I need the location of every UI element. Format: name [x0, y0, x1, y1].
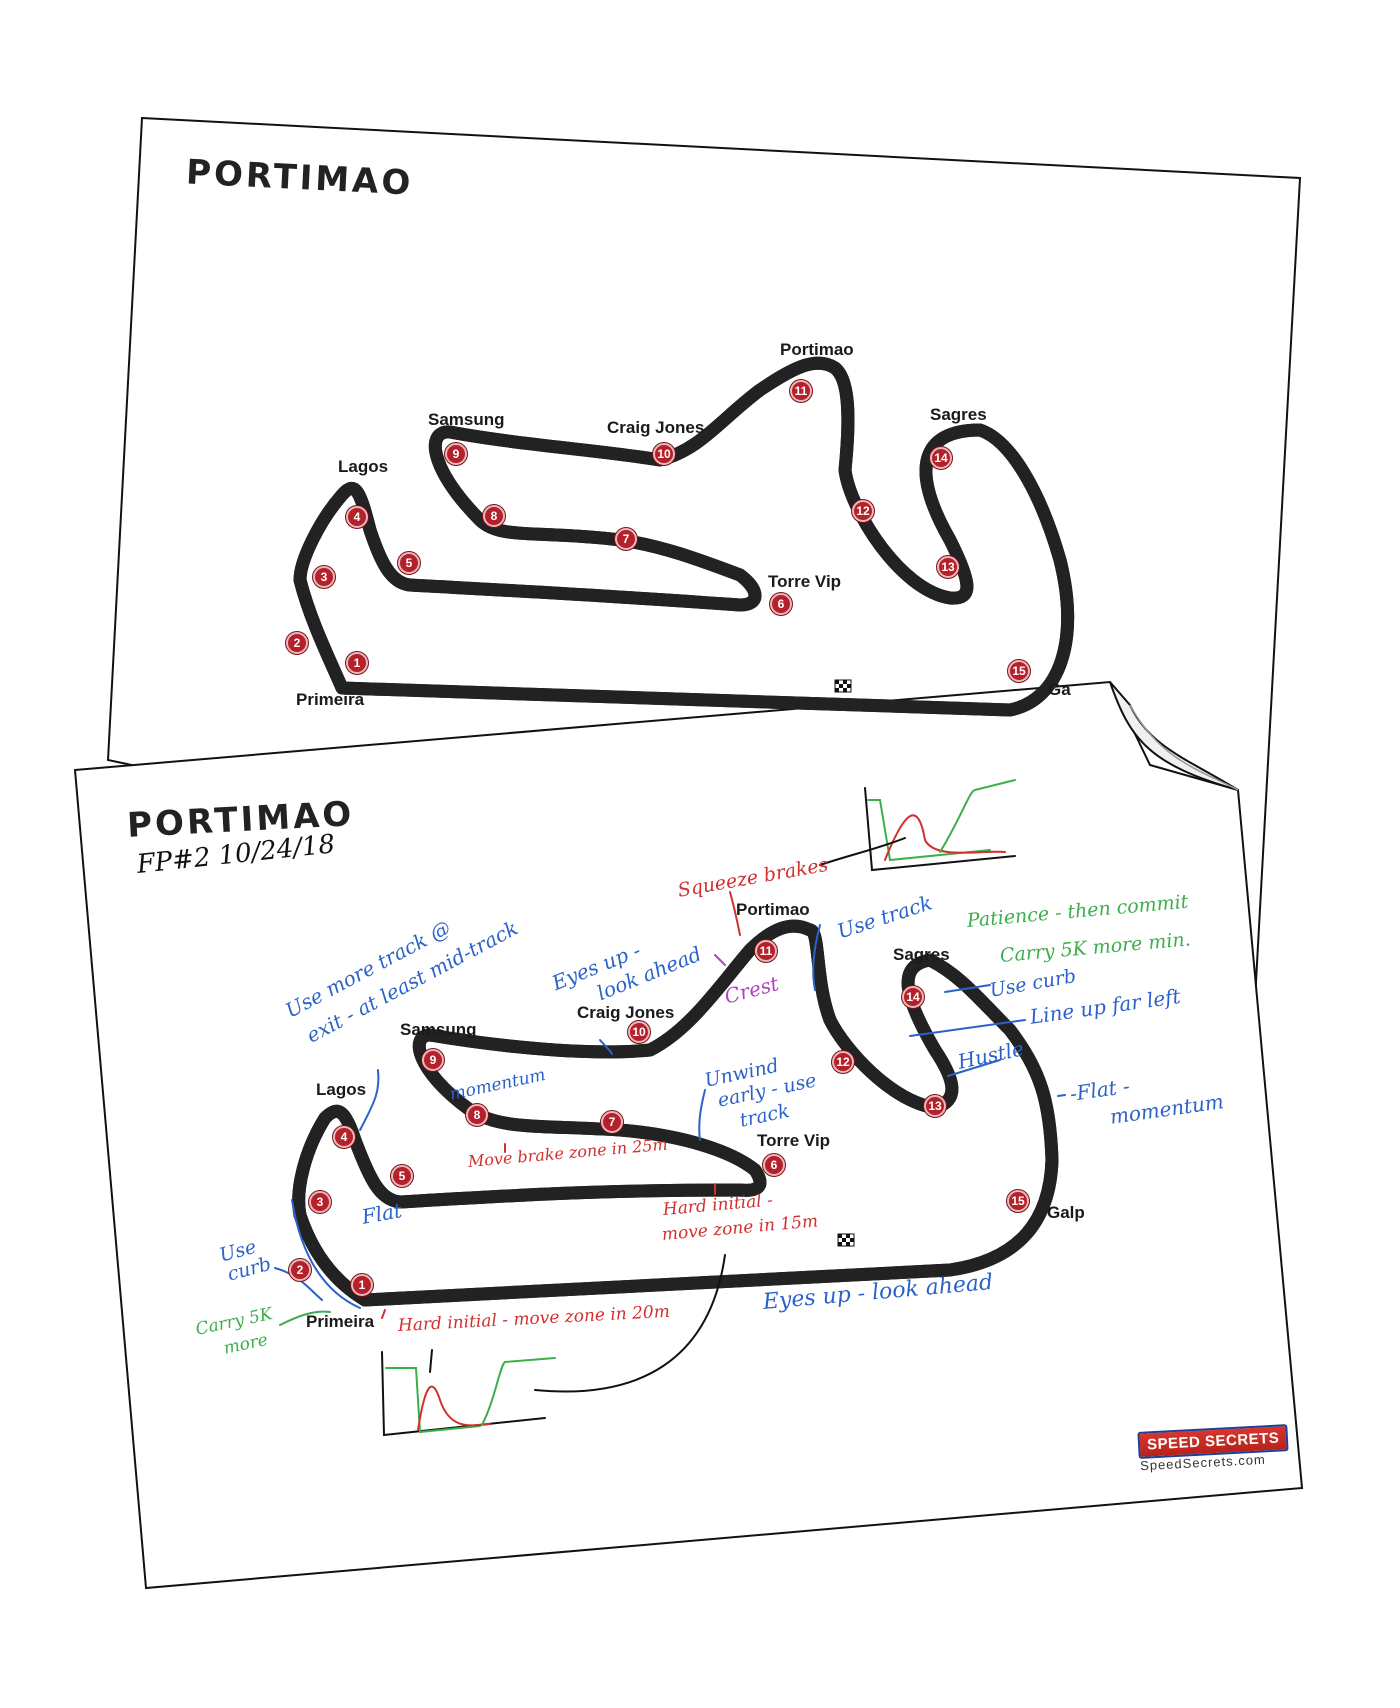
- front-corner-galp: Galp: [1047, 1203, 1085, 1222]
- front-corner-samsung: Samsung: [400, 1020, 477, 1039]
- back-turn-8: 8: [483, 505, 505, 527]
- front-turn-12: 12: [832, 1051, 854, 1073]
- front-turn-15: 15: [1007, 1190, 1029, 1212]
- finish-flag-back: [834, 679, 852, 693]
- front-track: [299, 926, 1059, 1307]
- back-turn-3: 3: [313, 566, 335, 588]
- back-corner-craig-jones: Craig Jones: [607, 418, 705, 437]
- front-corner-sagres: Sagres: [893, 945, 950, 964]
- back-turn-6: 6: [770, 593, 792, 615]
- back-turn-13: 13: [937, 556, 959, 578]
- back-turn-10: 10: [653, 443, 675, 465]
- back-corner-primeira: Primeira: [296, 690, 365, 709]
- front-turn-7: 7: [601, 1111, 623, 1133]
- back-corner-portimao: Portimao: [780, 340, 854, 359]
- front-turn-2: 2: [289, 1259, 311, 1281]
- back-turn-1: 1: [346, 652, 368, 674]
- front-turn-10: 10: [628, 1021, 650, 1043]
- back-turn-9: 9: [445, 443, 467, 465]
- back-corner-galp-partial: Ga: [1048, 680, 1071, 699]
- front-corner-portimao: Portimao: [736, 900, 810, 919]
- back-corner-samsung: Samsung: [428, 410, 505, 429]
- front-turn-14: 14: [902, 986, 924, 1008]
- front-corner-primeira: Primeira: [306, 1312, 375, 1331]
- back-turn-7: 7: [615, 528, 637, 550]
- back-corner-sagres: Sagres: [930, 405, 987, 424]
- back-corner-lagos: Lagos: [338, 457, 389, 476]
- front-corner-craig-jones: Craig Jones: [577, 1003, 675, 1022]
- front-turn-5: 5: [391, 1165, 413, 1187]
- front-turn-3: 3: [309, 1191, 331, 1213]
- annotation-strokes: [274, 779, 1066, 1437]
- front-turn-8: 8: [466, 1104, 488, 1126]
- finish-flag-front: [837, 1233, 855, 1247]
- back-turn-14: 14: [930, 447, 952, 469]
- back-turn-4: 4: [346, 506, 368, 528]
- front-turn-11: 11: [755, 940, 777, 962]
- back-track: [293, 363, 1068, 717]
- back-turn-5: 5: [398, 552, 420, 574]
- front-corner-torre-vip: Torre Vip: [757, 1131, 831, 1150]
- front-turn-9: 9: [422, 1049, 444, 1071]
- back-turn-2: 2: [286, 632, 308, 654]
- back-turn-11: 11: [790, 380, 812, 402]
- front-turn-1: 1: [351, 1274, 373, 1296]
- back-turn-12: 12: [852, 500, 874, 522]
- front-turn-13: 13: [924, 1095, 946, 1117]
- front-turn-6: 6: [763, 1154, 785, 1176]
- back-corner-torre-vip: Torre Vip: [768, 572, 842, 591]
- back-turn-15: 15: [1008, 660, 1030, 682]
- front-corner-lagos: Lagos: [316, 1080, 367, 1099]
- front-turn-4: 4: [333, 1126, 355, 1148]
